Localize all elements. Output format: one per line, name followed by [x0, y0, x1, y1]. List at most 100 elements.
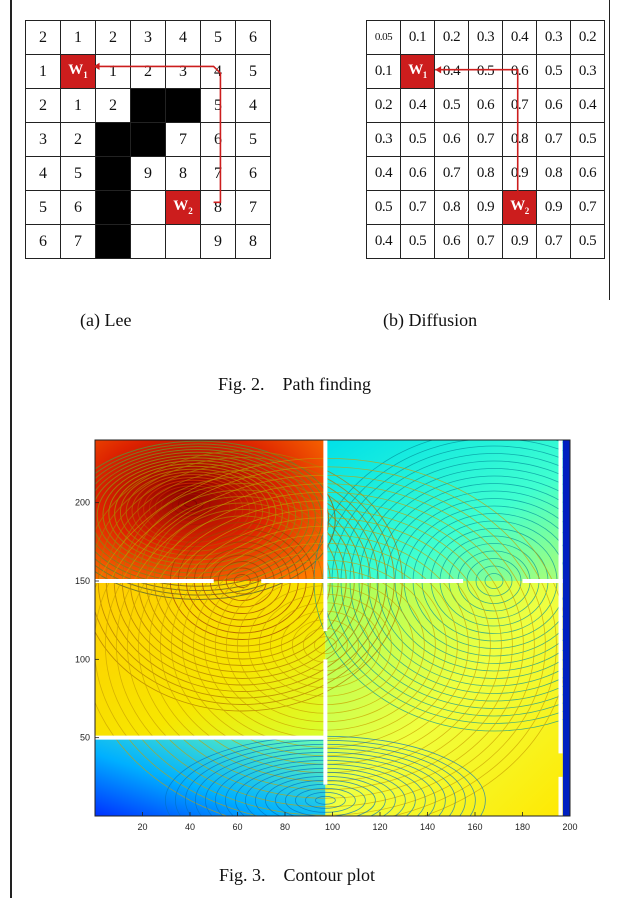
lee-cell: 2 [95, 88, 131, 123]
diffusion-cell: 0.4 [366, 156, 401, 191]
diffusion-cell: 0.5 [400, 224, 435, 259]
diffusion-cell: 0.7 [502, 88, 537, 123]
diffusion-cell: 0.5 [570, 224, 605, 259]
lee-cell: 6 [235, 156, 271, 191]
contour-line [466, 558, 522, 604]
diffusion-cell: 0.4 [434, 54, 469, 89]
lee-cell: 5 [60, 156, 96, 191]
lee-cell: 8 [200, 190, 236, 225]
caption-lee: (a) Lee [80, 310, 132, 330]
lee-cell: 2 [60, 122, 96, 157]
diffusion-cell: 0.7 [400, 190, 435, 225]
lee-cell: 2 [95, 20, 131, 55]
contour-line [114, 465, 277, 561]
diffusion-cell: 0.8 [502, 122, 537, 157]
diffusion-cell: 0.5 [536, 54, 571, 89]
lee-cell: 3 [130, 20, 166, 55]
figure-3-title: Contour plot [283, 865, 376, 885]
diffusion-cell: 0.6 [502, 54, 537, 89]
x-tick-label: 140 [420, 822, 435, 830]
diffusion-cell: 0.3 [536, 20, 571, 55]
lee-cell: 6 [60, 190, 96, 225]
lee-goal-marker: W2 [165, 190, 201, 225]
diffusion-cell: 0.1 [366, 54, 401, 89]
diffusion-cell: 0.4 [570, 88, 605, 123]
lee-cell: 4 [200, 54, 236, 89]
contour-walls [95, 440, 570, 816]
diffusion-cell: 0.7 [536, 224, 571, 259]
contour-line [172, 493, 211, 517]
diffusion-cell: 0.4 [502, 20, 537, 55]
lee-start-marker: W1 [60, 54, 96, 89]
lee-cell: 3 [165, 54, 201, 89]
diffusion-cell: 0.1 [400, 20, 435, 55]
lee-cell: 5 [200, 88, 236, 123]
diffusion-cell: 0.3 [570, 54, 605, 89]
lee-cell: 2 [25, 20, 61, 55]
lee-obstacle-cell [95, 224, 131, 259]
x-tick-label: 20 [137, 822, 147, 830]
x-tick-label: 80 [280, 822, 290, 830]
contour-line [102, 460, 290, 570]
diffusion-cell: 0.9 [502, 156, 537, 191]
lee-cell: 1 [25, 54, 61, 89]
lee-cell: 2 [130, 54, 166, 89]
lee-cell: 6 [25, 224, 61, 259]
contour-line [225, 567, 259, 595]
diffusion-cell: 0.3 [468, 20, 503, 55]
lee-obstacle-cell [95, 122, 131, 157]
figure-3-caption: Fig. 3.Contour plot [219, 865, 375, 886]
lee-cell [130, 190, 166, 225]
y-tick-label: 200 [75, 498, 90, 508]
diffusion-cell: 0.9 [536, 190, 571, 225]
diffusion-cell: 0.05 [366, 20, 401, 55]
lee-cell: 1 [95, 54, 131, 89]
x-tick-label: 60 [232, 822, 242, 830]
diffusion-cell: 0.9 [502, 224, 537, 259]
x-tick-label: 100 [325, 822, 340, 830]
lee-cell: 2 [25, 88, 61, 123]
diffusion-cell: 0.8 [536, 156, 571, 191]
lee-cell: 9 [130, 156, 166, 191]
diffusion-cell: 0.6 [434, 122, 469, 157]
lee-cell: 7 [235, 190, 271, 225]
lee-obstacle-cell [130, 122, 166, 157]
diffusion-start-marker: W1 [400, 54, 435, 89]
lee-cell: 6 [235, 20, 271, 55]
lee-cell: 7 [165, 122, 201, 157]
diffusion-cell: 0.2 [434, 20, 469, 55]
lee-cell: 1 [60, 88, 96, 123]
lee-cell: 7 [200, 156, 236, 191]
lee-obstacle-cell [130, 88, 166, 123]
contour-line [95, 454, 303, 578]
diffusion-cell: 0.8 [434, 190, 469, 225]
lee-cell: 5 [200, 20, 236, 55]
lee-cell: 4 [235, 88, 271, 123]
diffusion-cell: 0.5 [434, 88, 469, 123]
lee-cell: 8 [165, 156, 201, 191]
lee-obstacle-cell [165, 88, 201, 123]
diffusion-cell: 0.7 [570, 190, 605, 225]
y-tick-label: 100 [75, 654, 90, 664]
contour-line [96, 457, 297, 574]
lee-cell: 7 [60, 224, 96, 259]
diffusion-cell: 0.8 [468, 156, 503, 191]
page-right-rule [609, 0, 610, 300]
lee-cell: 5 [235, 54, 271, 89]
diffusion-cell: 0.4 [366, 224, 401, 259]
contour-line [177, 496, 204, 512]
contour-line [484, 573, 504, 589]
